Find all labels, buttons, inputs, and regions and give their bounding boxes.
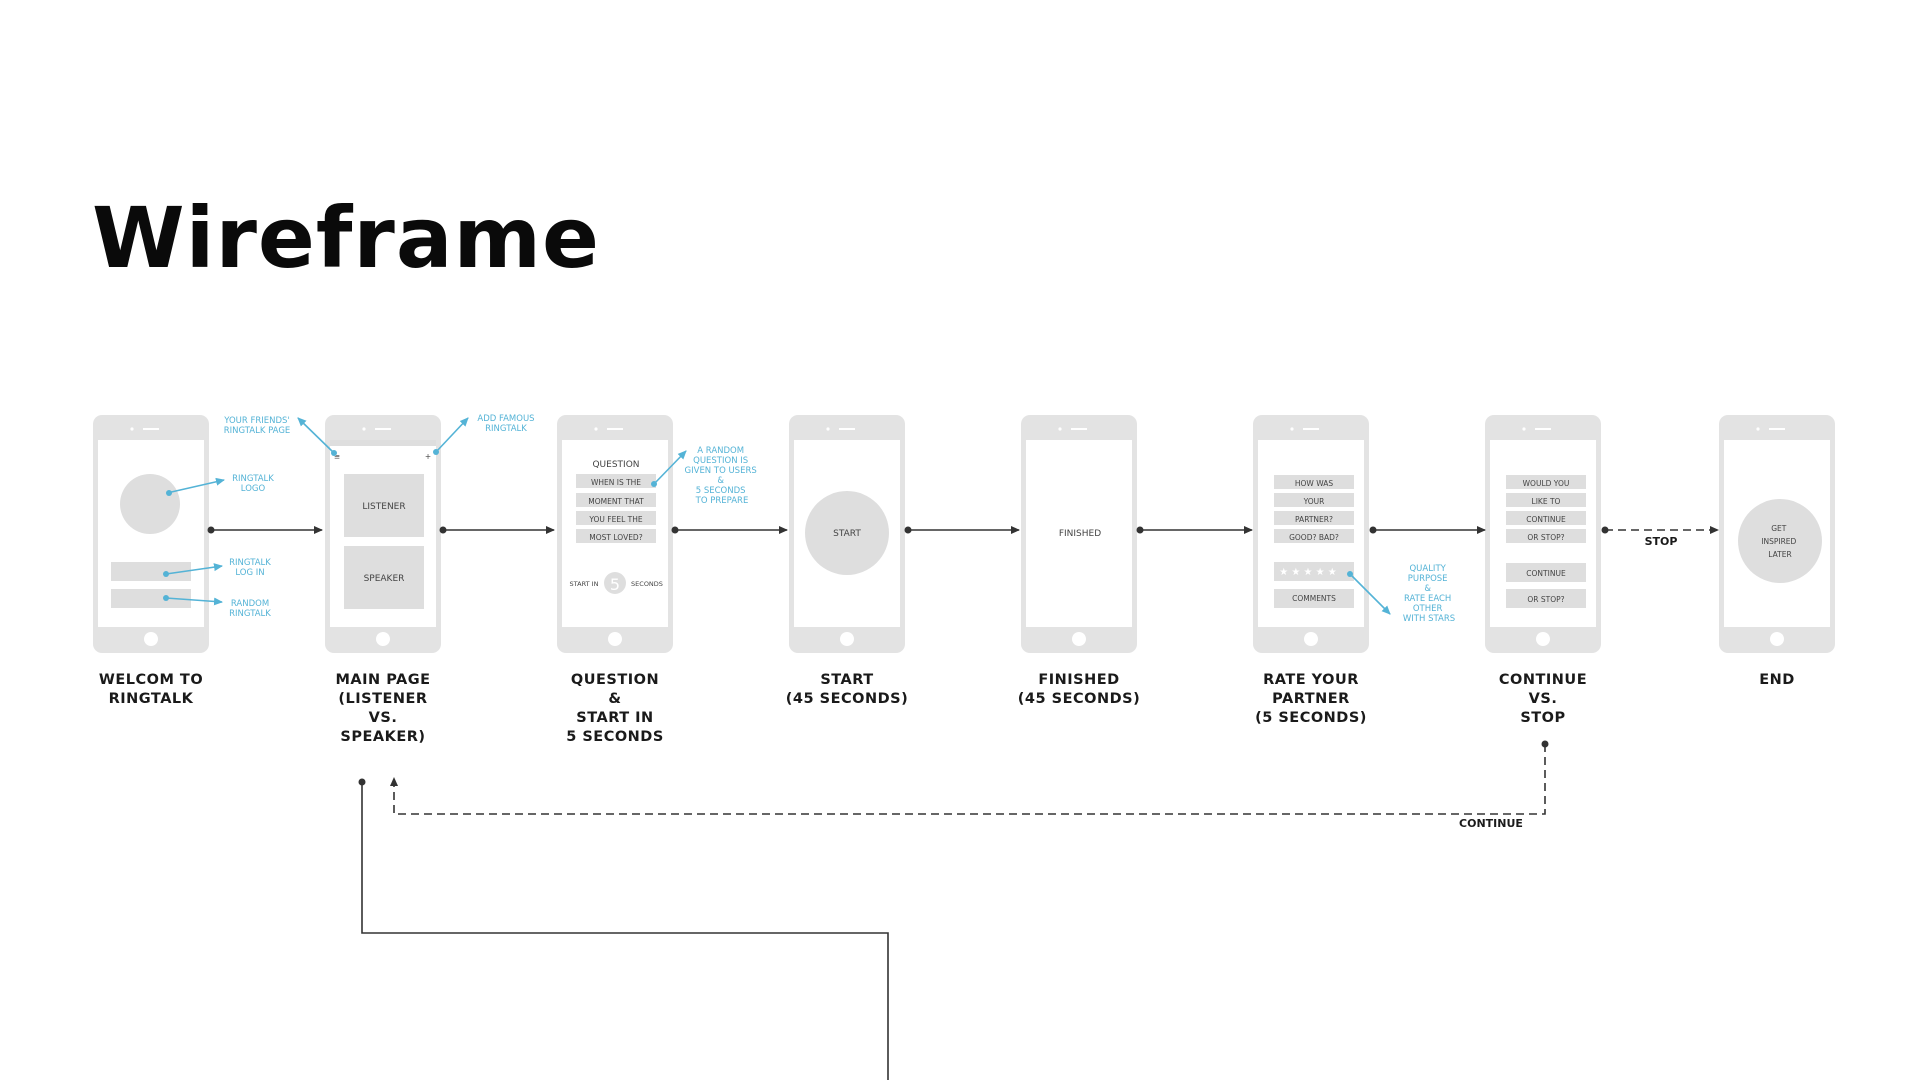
speaker-slot — [1071, 428, 1087, 430]
phone-frame-finished — [1021, 415, 1137, 653]
screen-end: GET INSPIRED LATER — [1738, 499, 1822, 583]
svg-text:GOOD? BAD?: GOOD? BAD? — [1289, 533, 1339, 542]
svg-text:COMMENTS: COMMENTS — [1292, 594, 1336, 603]
svg-text:CONTINUE: CONTINUE — [1526, 569, 1566, 578]
svg-text:PARTNER?: PARTNER? — [1295, 515, 1333, 524]
flow-arrows: STOP CONTINUE — [207, 526, 1719, 1080]
start-label: START — [833, 529, 861, 539]
menu-icon[interactable]: ≡ — [334, 452, 340, 461]
stop-button[interactable] — [1506, 589, 1586, 608]
svg-text:MOMENT THAT: MOMENT THAT — [588, 497, 644, 506]
home-button — [1304, 632, 1318, 646]
screen-finished: FINISHED — [1059, 529, 1101, 539]
logo-placeholder — [120, 474, 180, 534]
svg-text:WOULD YOU: WOULD YOU — [1523, 479, 1570, 488]
svg-text:WHEN IS THE: WHEN IS THE — [591, 478, 641, 487]
inspired-button[interactable] — [1738, 499, 1822, 583]
svg-text:CONTINUE: CONTINUE — [1526, 515, 1566, 524]
speaker-slot — [143, 428, 159, 430]
home-button — [1770, 632, 1784, 646]
speaker-slot — [1535, 428, 1551, 430]
speaker-slot — [1303, 428, 1319, 430]
continue-loop-label: CONTINUE — [1459, 817, 1523, 830]
phone-screen — [1026, 440, 1132, 627]
svg-text:OR STOP?: OR STOP? — [1527, 595, 1564, 604]
svg-text:MOST LOVED?: MOST LOVED? — [589, 533, 642, 542]
star-rating[interactable] — [1274, 562, 1354, 581]
stop-label: STOP — [1645, 535, 1678, 548]
phone-frame-welcome — [93, 415, 209, 653]
continue-button[interactable] — [1506, 563, 1586, 582]
home-button — [144, 632, 158, 646]
svg-text:YOU FEEL THE: YOU FEEL THE — [588, 515, 643, 524]
camera-dot — [826, 427, 830, 431]
add-icon[interactable]: + — [425, 452, 431, 461]
login-button[interactable] — [111, 562, 191, 581]
start-button[interactable] — [805, 491, 889, 575]
note-question: A RANDOM QUESTION IS GIVEN TO USERS & 5 … — [685, 446, 760, 506]
listener-button[interactable] — [344, 474, 424, 537]
camera-dot — [594, 427, 598, 431]
screen-question: QUESTION WHEN IS THE MOMENT THAT YOU FEE… — [570, 446, 760, 594]
speaker-slot — [375, 428, 391, 430]
camera-dot — [362, 427, 366, 431]
svg-text:YOUR: YOUR — [1303, 497, 1325, 506]
svg-text:★ ★ ★ ★ ★: ★ ★ ★ ★ ★ — [1279, 567, 1337, 578]
note-quality: QUALITY PURPOSE & RATE EACH OTHER WITH S… — [1403, 564, 1455, 624]
camera-dot — [1522, 427, 1526, 431]
comments-button[interactable] — [1274, 589, 1354, 608]
countdown-number: 5 — [610, 575, 620, 594]
camera-dot — [1058, 427, 1062, 431]
home-button — [608, 632, 622, 646]
camera-dot — [1290, 427, 1294, 431]
screen-continue: WOULD YOU LIKE TO CONTINUE OR STOP? CONT… — [1506, 475, 1586, 608]
svg-text:LIKE TO: LIKE TO — [1532, 497, 1561, 506]
random-ringtalk-button[interactable] — [111, 589, 191, 608]
screen-start: START — [805, 491, 889, 575]
caption-finished: FINISHED(45 SECONDS) — [1018, 672, 1140, 707]
home-button — [1072, 632, 1086, 646]
home-button — [1536, 632, 1550, 646]
note-friends: YOUR FRIENDS'RINGTALK PAGE — [223, 416, 290, 436]
listener-label: LISTENER — [362, 502, 405, 512]
caption-start: START(45 SECONDS) — [786, 672, 908, 707]
speaker-slot — [839, 428, 855, 430]
svg-text:SECONDS: SECONDS — [631, 580, 663, 588]
camera-dot — [1756, 427, 1760, 431]
speaker-slot — [1769, 428, 1785, 430]
home-button — [840, 632, 854, 646]
speaker-slot — [607, 428, 623, 430]
question-heading: QUESTION — [592, 460, 639, 470]
countdown-circle — [604, 572, 626, 594]
svg-text:OR STOP?: OR STOP? — [1527, 533, 1564, 542]
screen-rate: HOW WAS YOUR PARTNER? GOOD? BAD? ★ ★ ★ ★… — [1274, 475, 1455, 624]
svg-text:HOW WAS: HOW WAS — [1295, 479, 1333, 488]
caption-end: END — [1759, 672, 1795, 688]
home-button — [376, 632, 390, 646]
finished-label: FINISHED — [1059, 529, 1101, 539]
speaker-button[interactable] — [344, 546, 424, 609]
page-title: Wireframe — [92, 189, 600, 287]
svg-text:START IN: START IN — [570, 580, 599, 588]
speaker-label: SPEAKER — [364, 574, 405, 584]
screen-main-page: ≡ + LISTENER SPEAKER YOUR FRIENDS'RINGTA… — [223, 414, 535, 609]
top-bar — [330, 440, 436, 446]
end-text: GET INSPIRED LATER — [1761, 524, 1798, 559]
camera-dot — [130, 427, 134, 431]
